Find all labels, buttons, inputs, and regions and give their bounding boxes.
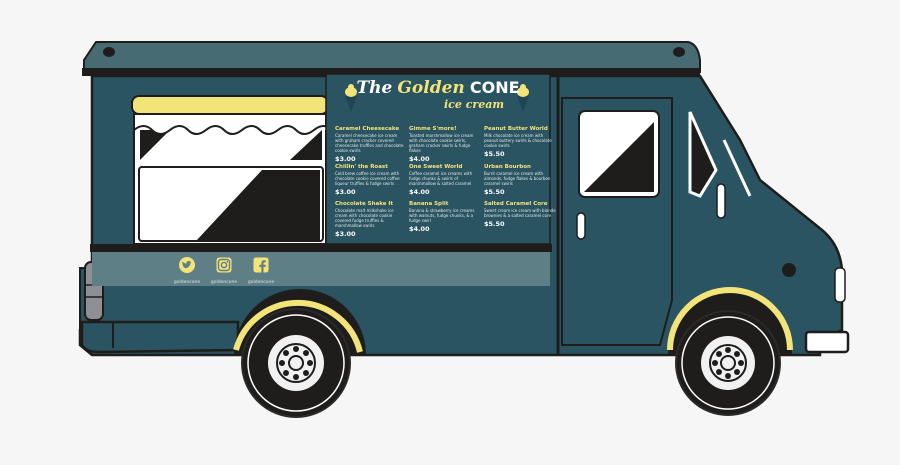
menu-item-desc: Banana & strawberry ice creams with waln… xyxy=(409,208,475,223)
menu-item: Chillin' the Roast Cold brew coffee ice … xyxy=(335,164,407,196)
menu-item: One Sweet World Coffee caramel ice cream… xyxy=(409,164,481,196)
menu-board xyxy=(325,73,551,245)
menu-item: Gimme S'more! Toasted marshmallow ice cr… xyxy=(409,126,481,163)
brand-title: The Golden CONE xyxy=(326,78,550,98)
menu-item: Salted Caramel Core Sweet cream ice crea… xyxy=(484,201,556,228)
truck-roof xyxy=(83,41,701,73)
menu-item: Chocolate Shake It Chocolate malt milksh… xyxy=(335,201,407,238)
menu-item-desc: Chocolate malt milkshake ice cream with … xyxy=(335,208,394,228)
front-bumper xyxy=(804,330,850,354)
menu-item-desc: Toasted marshmallow ice cream with choco… xyxy=(409,133,474,153)
menu-item: Urban Bourbon Burnt caramel ice cream wi… xyxy=(484,164,556,196)
menu-item-desc: Coffee caramel ice creams with fudge chu… xyxy=(409,171,473,186)
menu-board-content: The Golden CONE ice cream Caramel Cheese… xyxy=(326,74,556,244)
menu-item-name: Caramel Cheesecake xyxy=(335,126,400,132)
menu-item-price: $5.50 xyxy=(484,150,505,158)
cone-icon-right xyxy=(517,84,529,112)
menu-item-price: $4.00 xyxy=(409,225,430,233)
menu-item-price: $4.00 xyxy=(409,188,430,196)
menu-item-name: Chillin' the Roast xyxy=(335,164,388,170)
menu-item-price: $3.00 xyxy=(335,155,356,163)
instagram-icon xyxy=(216,257,232,273)
menu-item-desc: Burnt caramel ice cream with almonds, fu… xyxy=(484,171,551,186)
menu-item-desc: Sweet cream ice cream with blonde browni… xyxy=(484,208,556,218)
social-facebook: goldencone xyxy=(241,257,281,285)
cone-icon-left xyxy=(345,84,357,112)
menu-item-name: Peanut Butter World xyxy=(484,126,548,132)
facebook-icon xyxy=(253,257,269,273)
headlight xyxy=(834,267,846,303)
menu-item-name: Banana Split xyxy=(409,201,449,207)
menu-item-name: Gimme S'more! xyxy=(409,126,457,132)
menu-item-price: $3.00 xyxy=(335,230,356,238)
menu-item-name: Salted Caramel Core xyxy=(484,201,548,207)
brand-the: The xyxy=(356,78,393,98)
brand-subtitle: ice cream xyxy=(444,98,504,111)
brand-cone: CONE xyxy=(469,78,520,97)
side-mirror xyxy=(716,183,726,219)
social-handle: goldencone xyxy=(247,280,275,285)
menu-item: Peanut Butter World Milk chocolate ice c… xyxy=(484,126,556,158)
door-handle xyxy=(576,212,586,240)
menu-item: Banana Split Banana & strawberry ice cre… xyxy=(409,201,481,233)
menu-item-desc: Cold brew coffee ice cream with chocolat… xyxy=(335,171,400,186)
menu-item-name: Chocolate Shake It xyxy=(335,201,394,207)
twitter-icon xyxy=(179,257,195,273)
menu-item-price: $3.00 xyxy=(335,188,356,196)
menu-item-name: One Sweet World xyxy=(409,164,463,170)
menu-item-price: $4.00 xyxy=(409,155,430,163)
social-handle: goldencone xyxy=(173,280,201,285)
menu-item: Caramel Cheesecake Caramel cheesecake ic… xyxy=(335,126,407,163)
menu-item-desc: Milk chocolate ice cream with peanut but… xyxy=(484,133,552,148)
menu-item-desc: Caramel cheesecake ice cream with graham… xyxy=(335,133,404,153)
menu-item-price: $5.50 xyxy=(484,220,505,228)
menu-item-price: $5.50 xyxy=(484,188,505,196)
side-stripe xyxy=(92,252,550,286)
social-handle: goldencone xyxy=(210,280,238,285)
menu-item-name: Urban Bourbon xyxy=(484,164,531,170)
brand-golden: Golden xyxy=(397,78,465,98)
social-twitter: goldencone xyxy=(167,257,207,285)
social-instagram: goldencone xyxy=(204,257,244,285)
